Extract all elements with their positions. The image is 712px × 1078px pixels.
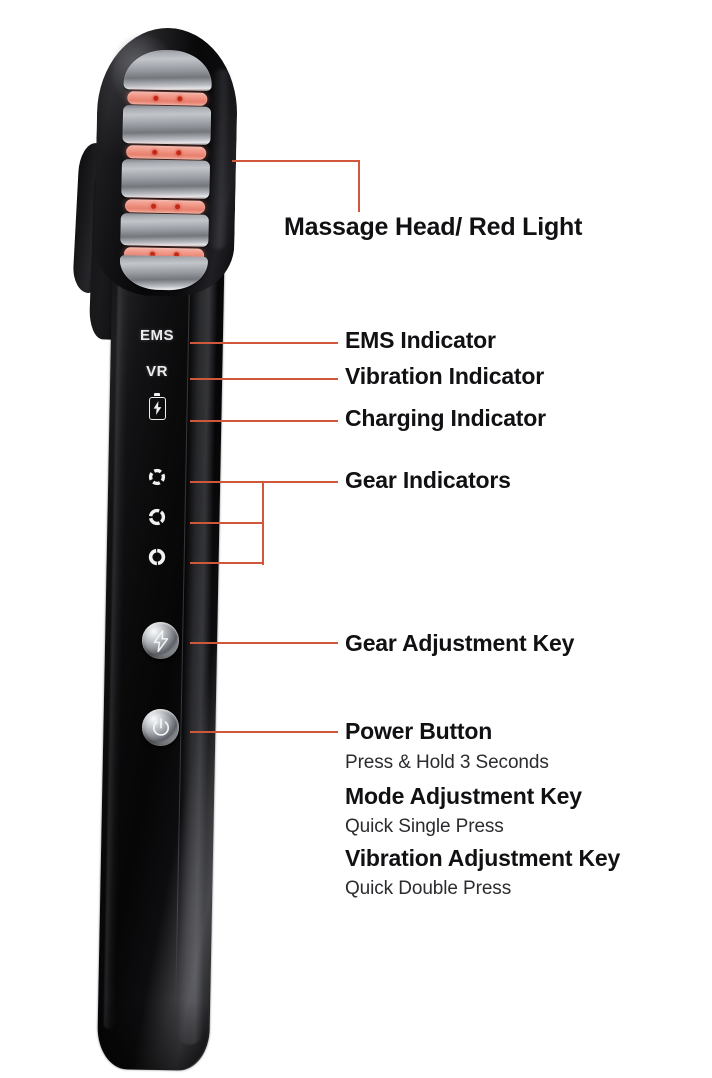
callout-vibration-adjustment-key-title: Vibration Adjustment Key — [345, 845, 621, 871]
leader-charging-indicator — [190, 420, 338, 423]
device-illustration: EMS VR — [0, 0, 300, 1078]
callout-power-button-subtitle: Press & Hold 3 Seconds — [345, 752, 549, 773]
red-led — [175, 150, 181, 156]
electrode-plate-bottom — [119, 255, 209, 291]
gear-indicator-3 — [118, 544, 196, 570]
callout-massage-head-title: Massage Head/ Red Light — [284, 213, 583, 241]
ems-indicator: EMS — [118, 322, 196, 348]
electrode-plate-top — [123, 49, 213, 91]
callout-ems-indicator-title: EMS Indicator — [345, 327, 496, 353]
handle-bottom-shadow — [98, 998, 209, 1071]
red-led — [152, 95, 158, 101]
electrode-plate-mid-3 — [120, 213, 209, 247]
gear-ring-2-segment-icon — [148, 548, 166, 566]
red-led — [151, 149, 157, 155]
callout-vibration-indicator-title: Vibration Indicator — [345, 363, 544, 389]
electrode-plate-mid-1 — [122, 105, 212, 145]
red-light-bar-2 — [126, 145, 207, 160]
ems-indicator-label: EMS — [139, 326, 174, 344]
red-light-bar-1 — [127, 91, 208, 106]
power-symbol-icon — [152, 717, 169, 736]
gear-adjustment-button[interactable] — [142, 622, 179, 659]
leader-gear-indicator-2 — [190, 522, 264, 525]
leader-gear-bracket-vertical — [262, 481, 265, 565]
callout-mode-adjustment-key-title: Mode Adjustment Key — [345, 783, 582, 809]
charging-indicator — [118, 395, 196, 421]
vibration-indicator: VR — [118, 358, 196, 384]
head-edge-highlight — [208, 68, 232, 250]
electrode-plate-stack — [119, 49, 213, 291]
red-led — [150, 203, 156, 209]
battery-bolt-icon — [148, 396, 166, 420]
lightning-bolt-icon — [153, 629, 168, 652]
red-led — [176, 96, 182, 102]
red-light-bar-3 — [124, 199, 206, 214]
gear-indicator-2 — [118, 504, 196, 530]
callout-gear-indicators-title: Gear Indicators — [345, 467, 511, 493]
leader-power-button — [190, 731, 338, 734]
callout-vibration-adjustment-key-subtitle: Quick Double Press — [345, 878, 512, 899]
massage-head — [93, 26, 239, 298]
gear-ring-4-segment-icon — [148, 468, 166, 486]
callout-gear-adjustment-key-title: Gear Adjustment Key — [345, 630, 575, 656]
gear-ring-3-segment-icon — [148, 508, 166, 526]
leader-massage-head-horizontal — [232, 160, 360, 163]
red-led — [174, 204, 180, 210]
leader-vibration-indicator — [190, 378, 338, 381]
callout-mode-adjustment-key-subtitle: Quick Single Press — [345, 816, 504, 837]
callout-power-button-title: Power Button — [345, 718, 493, 744]
electrode-plate-mid-2 — [121, 159, 211, 199]
gear-indicator-1 — [118, 464, 196, 490]
callout-charging-indicator-title: Charging Indicator — [345, 405, 546, 431]
power-button[interactable] — [142, 709, 179, 746]
leader-gear-indicator-3 — [190, 562, 264, 565]
leader-massage-head-vertical — [358, 160, 361, 212]
leader-ems-indicator — [190, 342, 338, 345]
vibration-indicator-label: VR — [146, 362, 168, 380]
leader-gear-adjustment-key — [190, 642, 338, 645]
